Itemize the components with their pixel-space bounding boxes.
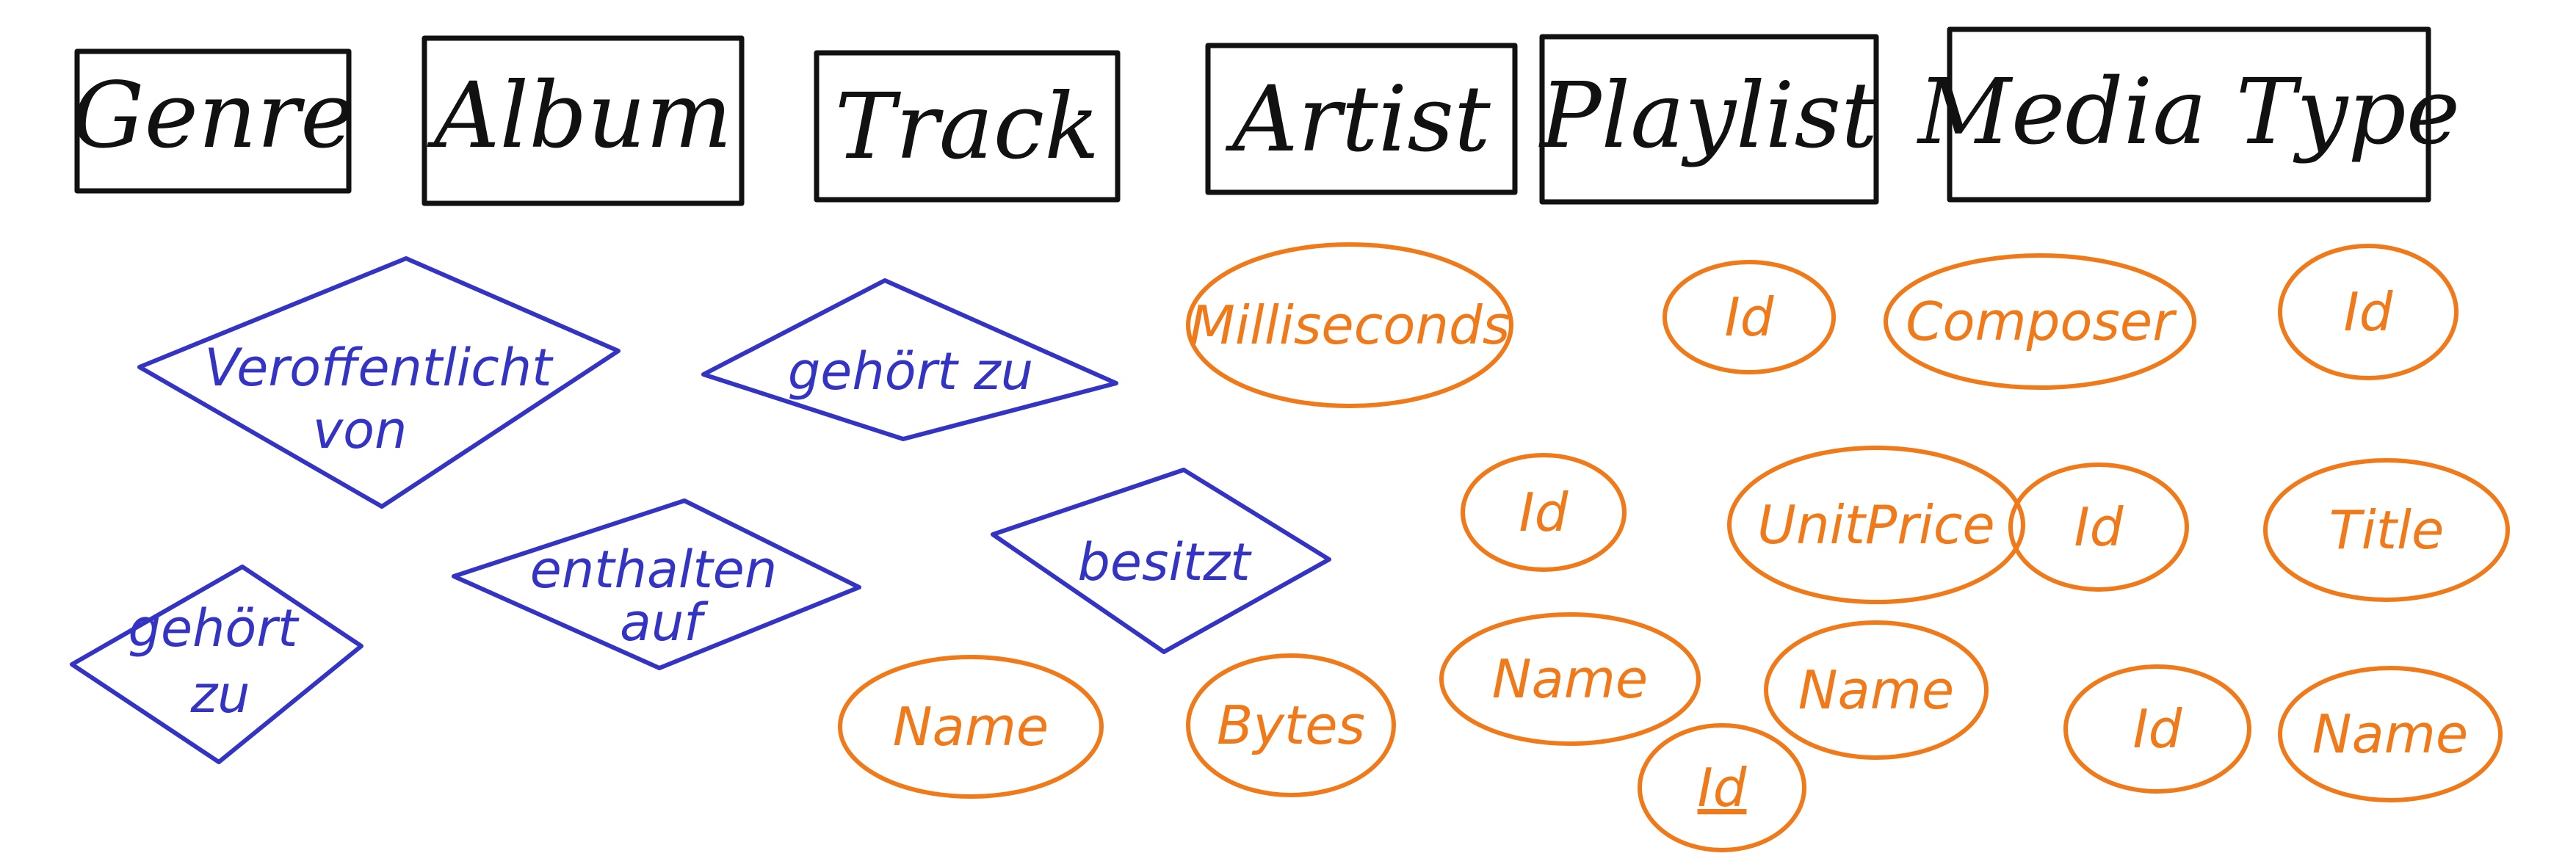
- relationship-enthalten-auf: enthalten auf: [452, 498, 861, 670]
- attribute-label: Milliseconds: [1190, 294, 1510, 356]
- relationship-gehoert-zu-2: gehört zu: [70, 565, 363, 764]
- entity-label: Playlist: [1538, 63, 1878, 169]
- relationship-veroffentlicht-von: Veroffentlicht von: [137, 256, 621, 509]
- attribute-id-primary-key: Id: [1638, 723, 1806, 852]
- entity-artist: Artist: [1205, 43, 1518, 195]
- attribute-unitprice: UnitPrice: [1727, 446, 2025, 604]
- attribute-name-1: Name: [838, 655, 1104, 799]
- entity-playlist: Playlist: [1538, 34, 1879, 205]
- relationship-label-line: gehört zu: [788, 341, 1033, 402]
- relationship-label-line: Veroffentlicht: [204, 338, 554, 398]
- relationship-label-line: zu: [189, 664, 250, 725]
- attribute-name-2: Name: [1439, 612, 1701, 746]
- entity-label: Track: [835, 74, 1100, 180]
- relationship-label-line: auf: [620, 592, 709, 653]
- entity-label: Artist: [1225, 67, 1491, 173]
- attribute-composer: Composer: [1884, 253, 2196, 390]
- attribute-label: Name: [893, 696, 1049, 758]
- attribute-title: Title: [2263, 458, 2510, 602]
- relationship-besitzt: besitzt: [991, 468, 1331, 654]
- entity-label: Media Type: [1917, 59, 2460, 165]
- attribute-label: Bytes: [1217, 694, 1365, 756]
- entity-label: Album: [427, 63, 732, 169]
- attribute-id-4: Id: [2008, 462, 2189, 592]
- relationship-label-line: von: [313, 400, 408, 460]
- attribute-label: Name: [2312, 703, 2468, 765]
- entity-label: Genre: [72, 63, 355, 169]
- attribute-label: Id: [1519, 482, 1569, 543]
- attribute-label: Id: [2344, 281, 2394, 343]
- relationship-label-line: besitzt: [1077, 532, 1252, 592]
- attribute-label: Id: [2133, 698, 2183, 760]
- attribute-id-1: Id: [1663, 260, 1836, 374]
- attribute-label: Title: [2329, 499, 2445, 561]
- attribute-label: Id: [1698, 757, 1748, 819]
- attribute-milliseconds: Milliseconds: [1186, 242, 1513, 408]
- attribute-label: Name: [1492, 648, 1648, 710]
- attribute-id-5: Id: [2063, 664, 2251, 794]
- attribute-label: Id: [1725, 286, 1775, 348]
- attribute-label: UnitPrice: [1757, 494, 1994, 556]
- entity-media-type: Media Type: [1917, 26, 2460, 203]
- relationship-label-line: enthalten: [530, 540, 777, 600]
- relationship-gehoert-zu-1: gehört zu: [701, 278, 1118, 441]
- attribute-name-4: Name: [2278, 666, 2503, 802]
- attribute-label: Composer: [1906, 291, 2177, 352]
- relationship-label-line: gehört: [129, 598, 300, 659]
- attribute-bytes: Bytes: [1186, 653, 1396, 797]
- attribute-label: Name: [1798, 659, 1954, 721]
- entity-genre: Genre: [72, 48, 355, 194]
- entity-track: Track: [814, 50, 1121, 203]
- attribute-name-3: Name: [1764, 620, 1989, 760]
- attribute-id-3: Id: [1461, 453, 1627, 572]
- entity-album: Album: [422, 35, 745, 206]
- attribute-label: Id: [2074, 496, 2124, 558]
- attribute-id-2: Id: [2278, 244, 2459, 380]
